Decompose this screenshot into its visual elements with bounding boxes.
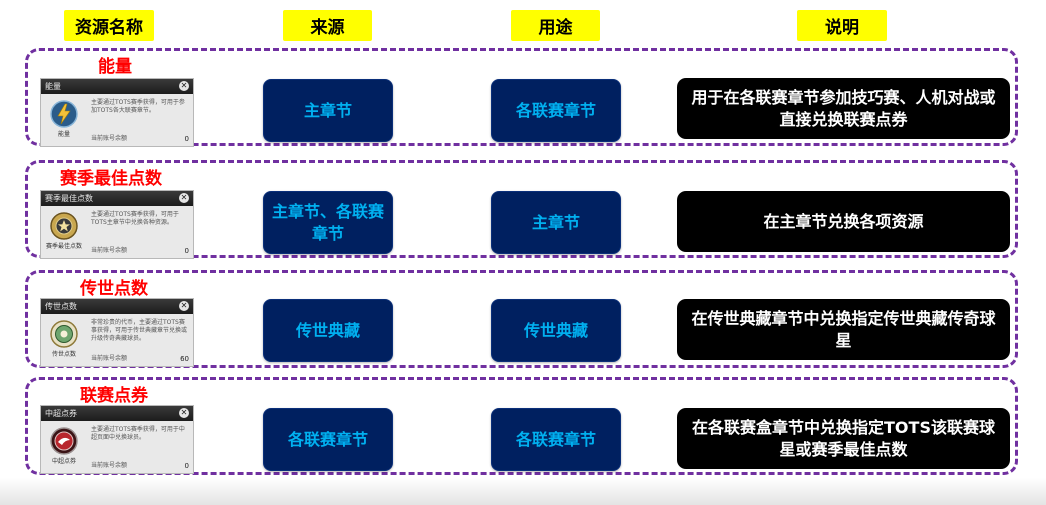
usage-pill: 各联赛章节 xyxy=(491,408,621,471)
card-title: 赛季最佳点数 xyxy=(45,194,93,203)
resource-group-tots-points xyxy=(25,160,1018,258)
resource-group-league-coupons xyxy=(25,377,1018,475)
usage-label: 各联赛章节 xyxy=(515,100,596,120)
resource-card: 赛季最佳点数 ✕ 赛季最佳点数 主要通过TOTS赛季获得，可用于TOTS主章节中… xyxy=(40,190,194,259)
card-description: 非常珍贵的代币，主要通过TOTS赛事获得，可用于传世典藏章节兑换或升级传奇典藏球… xyxy=(91,319,188,342)
card-balance-value: 0 xyxy=(184,462,189,470)
source-label: 主章节 xyxy=(303,100,352,120)
card-balance-label: 当前账号余额 xyxy=(91,355,128,362)
card-icon-label: 传世点数 xyxy=(51,351,76,358)
card-balance-value: 0 xyxy=(184,135,189,143)
resource-name: 赛季最佳点数 xyxy=(56,164,166,189)
close-icon[interactable]: ✕ xyxy=(179,81,189,91)
header-usage: 用途 xyxy=(511,10,600,41)
card-header: 赛季最佳点数 ✕ xyxy=(41,191,193,206)
resource-group-energy xyxy=(25,48,1018,146)
card-balance-value: 60 xyxy=(180,355,189,363)
source-pill: 传世典藏 xyxy=(263,299,393,362)
card-icon-label: 赛季最佳点数 xyxy=(45,243,82,250)
card-description: 主要通过TOTS赛季获得，可用于TOTS主章节中兑换各种资源。 xyxy=(91,211,179,226)
card-title: 能量 xyxy=(45,82,61,91)
close-icon[interactable]: ✕ xyxy=(179,408,189,418)
card-title: 传世点数 xyxy=(45,302,77,311)
explanation-box: 在各联赛盒章节中兑换指定TOTS该联赛球星或赛季最佳点数 xyxy=(677,408,1010,469)
explanation-box: 在传世典藏章节中兑换指定传世典藏传奇球星 xyxy=(677,299,1010,360)
card-balance-label: 当前账号余额 xyxy=(91,247,128,254)
source-pill: 各联赛章节 xyxy=(263,408,393,471)
usage-pill: 各联赛章节 xyxy=(491,79,621,142)
explanation-text: 在各联赛盒章节中兑换指定TOTS该联赛球星或赛季最佳点数 xyxy=(692,417,995,459)
usage-label: 主章节 xyxy=(531,212,580,232)
card-description: 主要通过TOTS赛季获得，可用于参加TOTS各大联赛章节。 xyxy=(91,99,185,114)
explanation-text: 在主章节兑换各项资源 xyxy=(763,211,924,231)
card-header: 能量 ✕ xyxy=(41,79,193,94)
header-explanation: 说明 xyxy=(797,10,887,41)
explanation-text: 在传世典藏章节中兑换指定传世典藏传奇球星 xyxy=(691,308,996,350)
card-header: 传世点数 ✕ xyxy=(41,299,193,314)
source-pill: 主章节、各联赛章节 xyxy=(263,191,393,254)
header-resource-name: 资源名称 xyxy=(64,10,154,41)
card-description: 主要通过TOTS赛季获得，可用于中超页面中兑换球员。 xyxy=(91,426,185,441)
close-icon[interactable]: ✕ xyxy=(179,301,189,311)
close-icon[interactable]: ✕ xyxy=(179,193,189,203)
card-balance-value: 0 xyxy=(184,247,189,255)
card-icon-label: 能量 xyxy=(57,131,70,138)
usage-label: 传世典藏 xyxy=(523,320,588,340)
explanation-text: 用于在各联赛章节参加技巧赛、人机对战或直接兑换联赛点券 xyxy=(691,87,996,129)
card-balance-label: 当前账号余额 xyxy=(91,135,128,142)
card-title: 中超点券 xyxy=(45,409,77,418)
card-header: 中超点券 ✕ xyxy=(41,406,193,421)
source-label: 各联赛章节 xyxy=(287,429,368,449)
card-icon-label: 中超点券 xyxy=(51,458,76,465)
source-label: 传世典藏 xyxy=(295,320,360,340)
bottom-shade xyxy=(0,478,1046,505)
energy-icon xyxy=(50,100,78,128)
resource-name: 传世点数 xyxy=(76,274,152,299)
source-label: 主章节、各联赛章节 xyxy=(272,201,385,243)
card-balance-label: 当前账号余额 xyxy=(91,462,128,469)
league-coupon-icon xyxy=(50,427,78,455)
usage-pill: 主章节 xyxy=(491,191,621,254)
resource-card: 能量 ✕ 能量 主要通过TOTS赛季获得，可用于参加TOTS各大联赛章节。 当前… xyxy=(40,78,194,147)
resource-card: 传世点数 ✕ 传世点数 非常珍贵的代币，主要通过TOTS赛事获得，可用于传世典藏… xyxy=(40,298,194,367)
resource-card: 中超点券 ✕ 中超点券 主要通过TOTS赛季获得，可用于中超页面中兑换球员。 当… xyxy=(40,405,194,474)
explanation-box: 用于在各联赛章节参加技巧赛、人机对战或直接兑换联赛点券 xyxy=(677,78,1010,139)
resource-group-legacy-points xyxy=(25,270,1018,368)
resource-name: 联赛点券 xyxy=(76,381,152,406)
explanation-box: 在主章节兑换各项资源 xyxy=(677,191,1010,252)
usage-pill: 传世典藏 xyxy=(491,299,621,362)
source-pill: 主章节 xyxy=(263,79,393,142)
usage-label: 各联赛章节 xyxy=(515,429,596,449)
header-source: 来源 xyxy=(283,10,372,41)
legacy-points-icon xyxy=(50,320,78,348)
tots-points-medal-icon xyxy=(50,212,78,240)
resource-name: 能量 xyxy=(94,52,136,77)
